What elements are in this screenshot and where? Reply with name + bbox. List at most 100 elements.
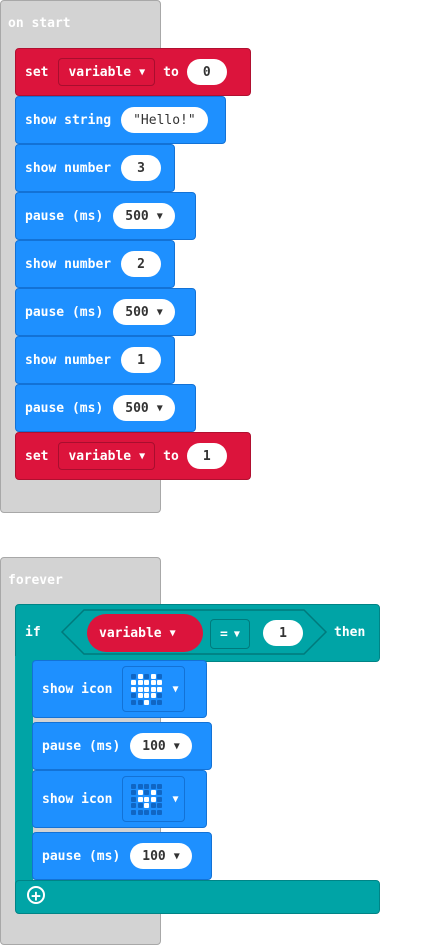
number-input[interactable]: 2 [121,251,162,277]
led-pixel [157,699,163,705]
led-pixel [157,680,163,685]
led-pixel [144,693,150,698]
set-keyword: set [25,64,49,80]
pause-keyword: pause (ms) [42,848,121,864]
led-pixel [144,809,150,815]
chevron-down-icon: ▼ [139,66,146,78]
led-pixel [150,699,156,705]
led-pixel [150,783,156,789]
set-variable-block[interactable]: set variable▼ to 1 [15,432,251,480]
led-pixel [137,693,143,698]
number-input[interactable]: 1 [121,347,162,373]
chevron-down-icon: ▼ [156,210,163,222]
led-pixel [150,693,156,698]
led-pixel [137,673,143,679]
chevron-down-icon: ▼ [172,793,179,805]
show-number-keyword: show number [25,256,112,272]
led-pixel [150,803,156,808]
led-pixel [157,673,163,679]
led-pixel [157,796,163,802]
led-pixel [131,796,137,802]
show-number-block[interactable]: show number 1 [15,336,175,384]
led-pixel [157,803,163,808]
to-keyword: to [163,448,179,464]
to-keyword: to [163,64,179,80]
forever-label: forever [8,573,63,588]
pause-keyword: pause (ms) [25,208,104,224]
show-icon-keyword: show icon [42,681,113,697]
pause-block[interactable]: pause (ms) 500▼ [15,384,196,432]
string-input[interactable]: "Hello!" [121,107,208,133]
led-pixel [144,783,150,789]
if-block-footer [15,880,380,914]
pause-block[interactable]: pause (ms) 500▼ [15,192,196,240]
big-heart-icon [129,671,165,707]
led-pixel [144,699,150,705]
led-pixel [137,803,143,808]
led-pixel [131,809,137,815]
number-input[interactable]: 3 [121,155,162,181]
on-start-label: on start [8,16,71,31]
icon-dropdown[interactable]: ▼ [122,666,186,712]
plus-icon[interactable]: + [27,886,45,905]
led-pixel [157,686,163,692]
show-number-keyword: show number [25,160,112,176]
pause-dropdown[interactable]: 500▼ [113,395,175,421]
pause-block[interactable]: pause (ms) 100▼ [32,722,212,770]
led-pixel [131,699,137,705]
show-number-block[interactable]: show number 2 [15,240,175,288]
value-input[interactable]: 1 [186,443,227,469]
led-pixel [137,699,143,705]
led-pixel [150,673,156,679]
show-number-block[interactable]: show number 3 [15,144,175,192]
led-pixel [144,686,150,692]
chevron-down-icon: ▼ [156,402,163,414]
pause-block[interactable]: pause (ms) 500▼ [15,288,196,336]
chevron-down-icon: ▼ [173,850,180,862]
icon-dropdown[interactable]: ▼ [122,776,186,822]
led-pixel [131,693,137,698]
led-pixel [150,796,156,802]
show-string-block[interactable]: show string "Hello!" [15,96,226,144]
show-icon-keyword: show icon [42,791,113,807]
variable-reporter[interactable]: variable▼ [87,614,203,652]
compare-value-input[interactable]: 1 [263,620,303,646]
pause-dropdown[interactable]: 100▼ [130,733,192,759]
led-pixel [131,803,137,808]
set-keyword: set [25,448,49,464]
pause-dropdown[interactable]: 500▼ [113,299,175,325]
variable-dropdown[interactable]: variable▼ [58,58,156,86]
led-pixel [131,686,137,692]
show-icon-block[interactable]: show icon ▼ [32,660,207,718]
operator-dropdown[interactable]: =▼ [210,619,250,649]
pause-dropdown[interactable]: 100▼ [130,843,192,869]
led-pixel [144,790,150,795]
led-pixel [157,693,163,698]
value-input[interactable]: 0 [186,59,227,85]
led-pixel [150,790,156,795]
pause-dropdown[interactable]: 500▼ [113,203,175,229]
led-pixel [137,686,143,692]
led-pixel [137,809,143,815]
led-pixel [144,803,150,808]
led-pixel [144,680,150,685]
led-pixel [131,783,137,789]
show-icon-block[interactable]: show icon ▼ [32,770,207,828]
chevron-down-icon: ▼ [173,740,180,752]
pause-keyword: pause (ms) [42,738,121,754]
pause-keyword: pause (ms) [25,304,104,320]
led-pixel [137,680,143,685]
led-pixel [137,796,143,802]
pause-keyword: pause (ms) [25,400,104,416]
led-pixel [137,783,143,789]
small-heart-icon [129,781,165,817]
led-pixel [157,809,163,815]
then-keyword: then [334,625,366,640]
set-variable-block[interactable]: set variable▼ to 0 [15,48,251,96]
pause-block[interactable]: pause (ms) 100▼ [32,832,212,880]
chevron-down-icon: ▼ [233,628,240,640]
chevron-down-icon: ▼ [156,306,163,318]
led-pixel [157,790,163,795]
variable-dropdown[interactable]: variable▼ [58,442,156,470]
chevron-down-icon: ▼ [169,627,176,639]
